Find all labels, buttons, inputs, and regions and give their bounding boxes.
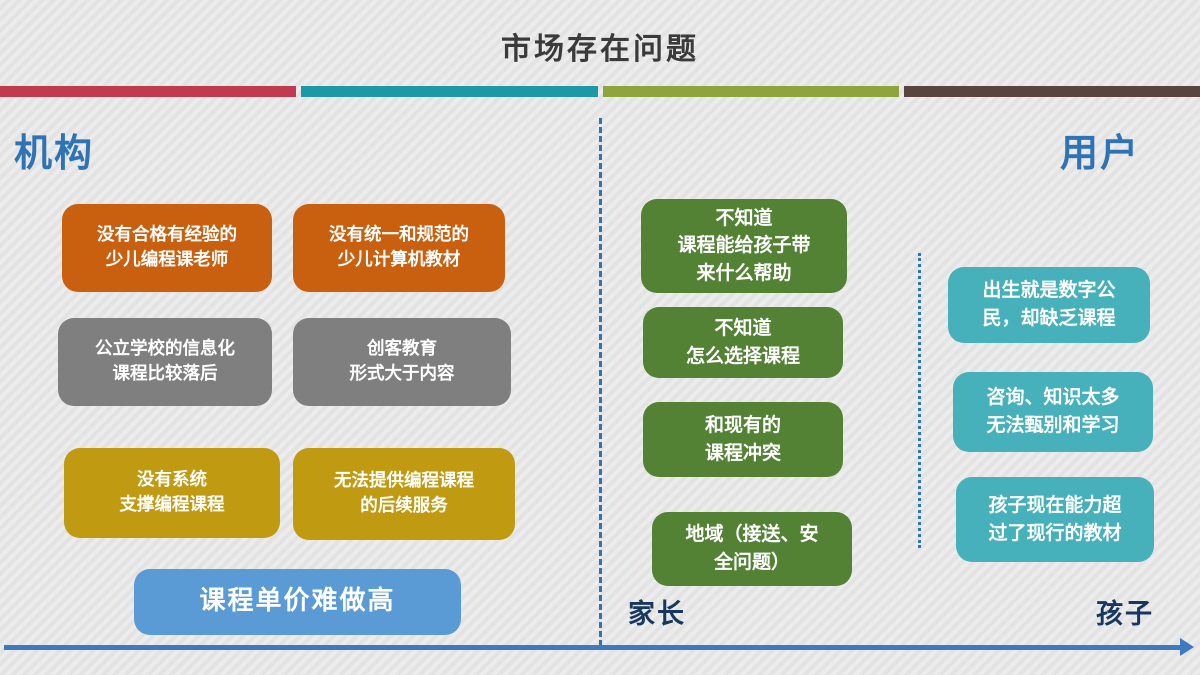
- parents-box-location-safety: 地域（接送、安 全问题）: [652, 512, 852, 586]
- institution-box-public-school: 公立学校的信息化 课程比较落后: [58, 318, 272, 406]
- parents-box-course-conflict: 和现有的 课程冲突: [643, 402, 843, 477]
- divider-dashed-vertical: [599, 118, 602, 646]
- children-box-too-much-info: 咨询、知识太多 无法甄别和学习: [953, 372, 1153, 452]
- children-box-ability-exceeds: 孩子现在能力超 过了现行的教材: [956, 477, 1154, 562]
- institution-highlight-box-price: 课程单价难做高: [134, 569, 461, 635]
- page-title: 市场存在问题: [501, 32, 699, 67]
- bottom-label-children: 孩子: [1096, 599, 1154, 630]
- institution-box-maker-edu: 创客教育 形式大于内容: [293, 318, 511, 406]
- accent-bar-segment-teal: [301, 86, 598, 97]
- institution-box-no-system: 没有系统 支撑编程课程: [64, 448, 280, 538]
- accent-bar-segment-green: [602, 86, 899, 97]
- accent-bar-segment-red: [0, 86, 297, 97]
- divider-dotted-vertical: [918, 253, 921, 548]
- accent-bar-segment-brown: [903, 86, 1200, 97]
- section-label-institutions: 机构: [14, 131, 95, 175]
- parents-box-unknown-benefit: 不知道 课程能给孩子带 来什么帮助: [641, 199, 847, 293]
- accent-bar: [0, 86, 1200, 97]
- institution-box-no-followup: 无法提供编程课程 的后续服务: [293, 448, 515, 540]
- section-label-users: 用户: [1059, 131, 1140, 175]
- institution-box-textbooks: 没有统一和规范的 少儿计算机教材: [293, 204, 505, 292]
- arrow-head-icon: [1180, 638, 1194, 656]
- bottom-label-parents: 家长: [628, 599, 686, 630]
- children-box-digital-citizen: 出生就是数字公 民，却缺乏课程: [948, 267, 1150, 343]
- bottom-axis-arrow: [4, 638, 1194, 656]
- institution-box-teachers: 没有合格有经验的 少儿编程课老师: [62, 204, 272, 292]
- parents-box-how-to-choose: 不知道 怎么选择课程: [643, 307, 843, 378]
